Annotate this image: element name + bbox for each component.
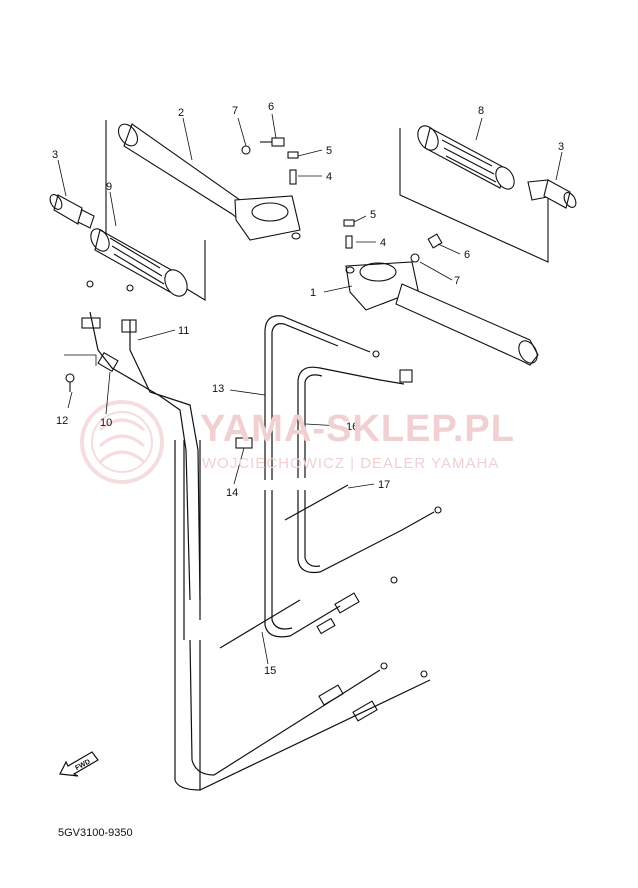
watermark-title: YAMA-SKLEP.PL: [200, 408, 515, 450]
cable-loop-16-icon: [284, 366, 435, 574]
leader-lines: [57, 113, 563, 665]
watermark-subtitle: WOJCIECHOWICZ | DEALER YAMAHA: [202, 455, 500, 472]
label-part-7-lower: 7: [454, 275, 460, 287]
label-part-6-upper: 6: [268, 101, 274, 113]
label-part-17: 17: [378, 479, 390, 491]
label-part-8: 8: [478, 105, 484, 117]
label-part-11: 11: [178, 325, 189, 337]
bar-end-left-icon: [49, 194, 95, 229]
label-part-3-left: 3: [52, 149, 58, 161]
cable-main-icon: [89, 311, 431, 791]
label-part-9: 9: [106, 181, 112, 193]
label-part-13: 13: [212, 383, 224, 395]
label-part-1: 1: [310, 287, 316, 299]
label-part-5-lower: 5: [370, 209, 376, 221]
label-part-10: 10: [100, 417, 112, 429]
label-part-2: 2: [178, 107, 184, 119]
cable-fittings-icon: [65, 280, 442, 722]
diagram-code: 5GV3100-9350: [58, 827, 133, 839]
handlebar-left-icon: [117, 123, 301, 241]
part-labels: 1 2 3 3 4 4 5 5 6 6 7 7 8 9 10 11 12 13 …: [52, 101, 564, 677]
fwd-arrow-icon: FWD: [58, 748, 102, 783]
grip-left-icon: [90, 228, 188, 297]
label-part-12: 12: [56, 415, 68, 427]
label-part-7-upper: 7: [232, 105, 238, 117]
bar-end-right-icon: [527, 179, 577, 209]
outline-right-bar: [399, 128, 549, 263]
label-part-15: 15: [264, 665, 276, 677]
label-part-5-upper: 5: [326, 145, 332, 157]
label-part-6-lower: 6: [464, 249, 470, 261]
grip-right-icon: [417, 125, 515, 190]
label-part-14: 14: [226, 487, 238, 499]
screw-icon: [241, 137, 443, 263]
handlebar-right-icon: [345, 261, 539, 366]
watermark-logo-icon: [80, 400, 164, 484]
cable-loop-13-icon: [219, 315, 371, 649]
label-part-16: 16: [346, 421, 358, 433]
label-part-3-right: 3: [558, 141, 564, 153]
label-part-4-lower: 4: [380, 237, 386, 249]
label-part-4-upper: 4: [326, 171, 332, 183]
